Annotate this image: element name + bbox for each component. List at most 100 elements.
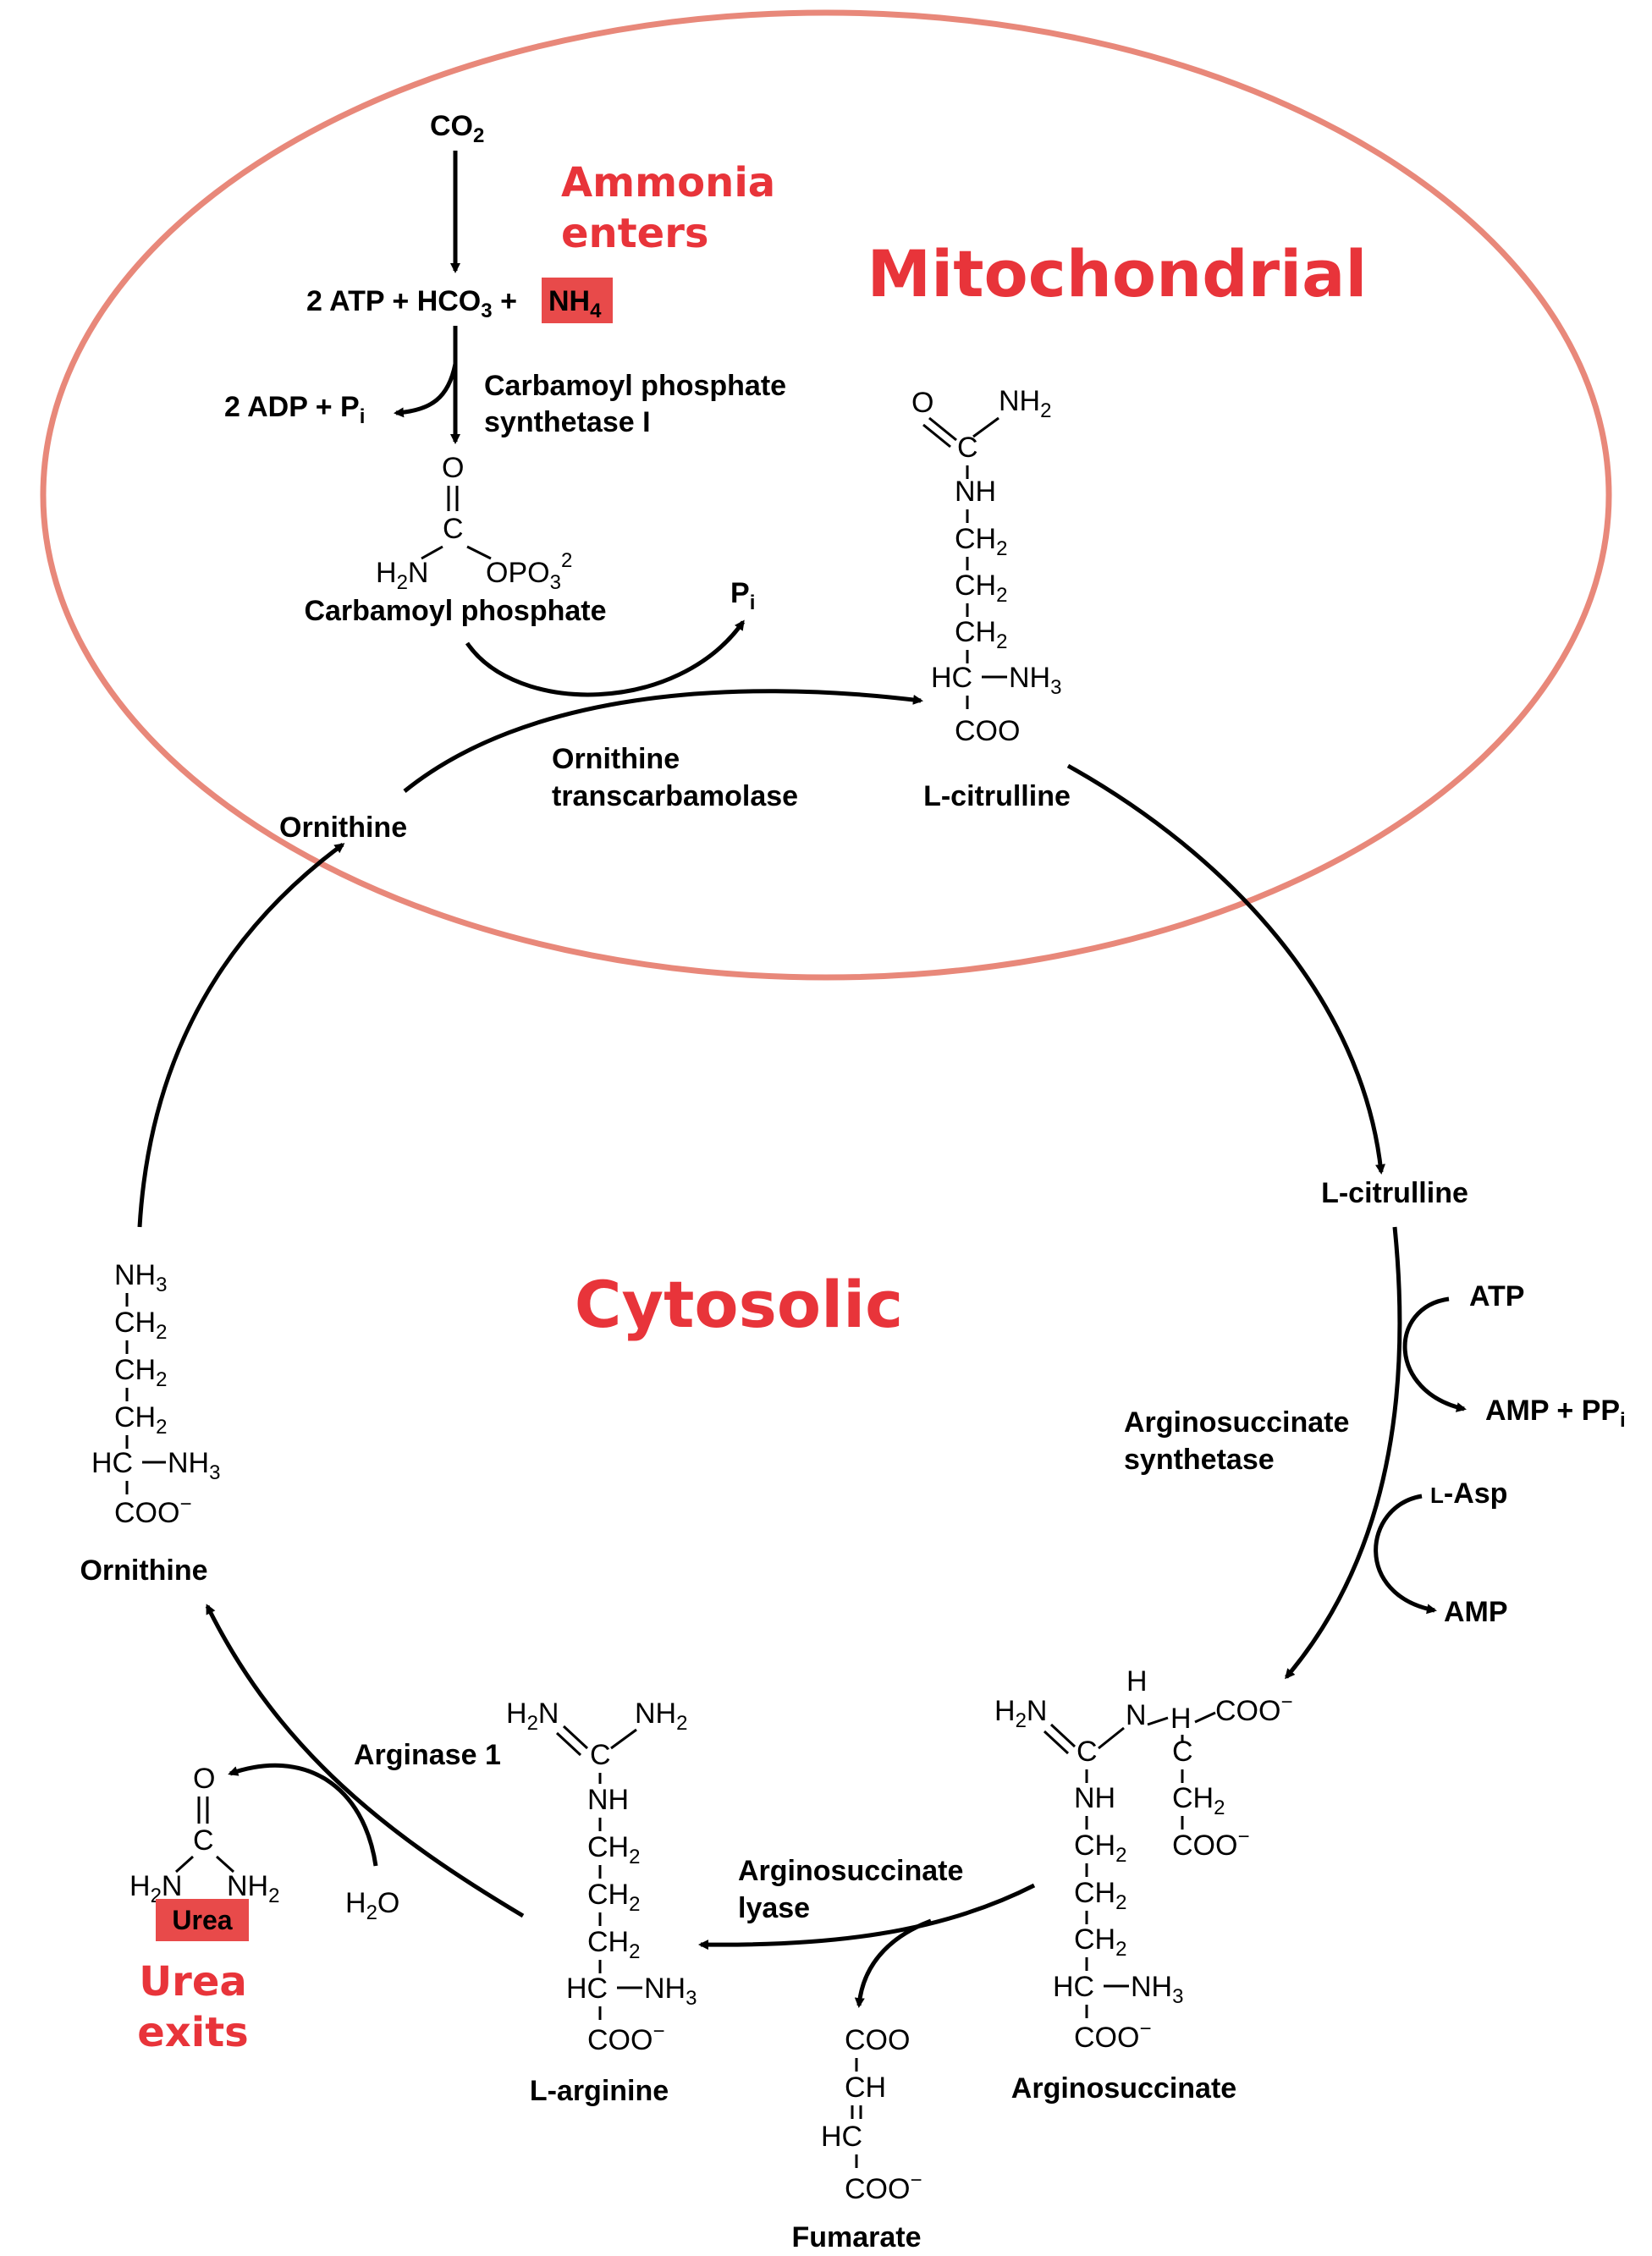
l-citrulline-cyto-label: L-citrulline [1321, 1177, 1468, 1209]
svg-text:H2N: H2N [129, 1870, 182, 1907]
svg-text:H2N: H2N [376, 557, 428, 594]
svg-text:COO−: COO− [587, 2020, 664, 2056]
ass-enzyme-line1: Arginosuccinate [1124, 1406, 1349, 1439]
l-arginine-label: L-arginine [530, 2075, 669, 2107]
h2o-to-urea-arrow [228, 1763, 378, 1867]
nh4-highlight-box [542, 278, 613, 323]
ornithine-mito-label: Ornithine [279, 812, 407, 844]
citrulline-transport-arrow [1066, 763, 1385, 1175]
svg-text:COO: COO [845, 2024, 910, 2056]
atp-label: ATP [1469, 1280, 1524, 1312]
svg-text:N: N [1126, 1699, 1147, 1731]
svg-text:CH2: CH2 [587, 1831, 640, 1868]
svg-text:C: C [193, 1824, 214, 1857]
cytosolic-label: Cytosolic [575, 1267, 903, 1342]
svg-text:CH2: CH2 [1172, 1782, 1225, 1819]
svg-text:HC: HC [931, 662, 972, 694]
urea-structure: O C H2N NH2 [129, 1763, 279, 1907]
co2-label: CO2 [430, 110, 484, 147]
carbamoyl-phosphate-label: Carbamoyl phosphate [304, 595, 606, 627]
svg-text:HC: HC [91, 1447, 133, 1479]
svg-text:NH: NH [587, 1784, 629, 1816]
svg-text:H: H [1126, 1665, 1148, 1698]
svg-text:COO−: COO− [845, 2169, 922, 2205]
fumarate-label: Fumarate [791, 2221, 921, 2253]
svg-text:OPO32: OPO32 [486, 549, 572, 594]
carbamoyl-phosphate-structure: O C H2N OPO32 [376, 452, 572, 594]
svg-text:COO−: COO− [1172, 1825, 1249, 1862]
ammonia-enters-line1: Ammonia [561, 159, 775, 206]
svg-text:HC: HC [1053, 1971, 1094, 2003]
urea-exits-line1: Urea [139, 1958, 247, 2006]
asl-main-arrow [698, 1883, 1036, 1951]
pi-label: Pi [730, 577, 755, 614]
svg-text:NH2: NH2 [227, 1870, 279, 1907]
arginase-enzyme-label: Arginase 1 [354, 1739, 501, 1771]
urea-box-label: Urea [172, 1905, 232, 1935]
svg-text:CH2: CH2 [114, 1354, 167, 1391]
atp-hco3-label: 2 ATP + HCO3 + [306, 285, 517, 322]
l-citrulline-structure: O NH2 C NH CH2 CH2 CH2 HC NH3 COO [911, 385, 1061, 747]
svg-text:CH2: CH2 [955, 523, 1007, 560]
asp-to-amp-arrow [1374, 1494, 1437, 1615]
amp-label: AMP [1444, 1596, 1508, 1628]
svg-text:C: C [1077, 1736, 1098, 1768]
svg-text:O: O [911, 387, 933, 419]
svg-text:COO−: COO− [114, 1493, 191, 1529]
svg-text:CH2: CH2 [1074, 1923, 1126, 1961]
mitochondrion-membrane [40, 9, 1612, 981]
otc-enzyme-line1: Ornithine [552, 743, 680, 775]
ass-enzyme-line2: synthetase [1124, 1444, 1275, 1476]
amp-ppi-label: AMP + PPi [1485, 1395, 1626, 1432]
svg-text:CH2: CH2 [114, 1401, 167, 1439]
svg-text:COO: COO [955, 715, 1020, 747]
urea-exits-line2: exits [137, 2009, 248, 2056]
svg-text:CH: CH [845, 2072, 886, 2104]
nh4-label: NH4 [548, 285, 602, 322]
svg-text:NH3: NH3 [1009, 662, 1061, 699]
svg-text:HC: HC [566, 1973, 608, 2005]
atp-to-amp-ppi-arrow [1402, 1296, 1467, 1412]
svg-text:NH3: NH3 [114, 1259, 167, 1296]
fumarate-branch-arrow [854, 1918, 932, 2008]
asl-enzyme-line2: lyase [738, 1892, 810, 1924]
mitochondrial-label: Mitochondrial [867, 236, 1368, 311]
adp-branch-arrow [394, 363, 458, 418]
svg-text:NH3: NH3 [644, 1973, 697, 2010]
svg-text:CH2: CH2 [1074, 1877, 1126, 1914]
cps1-enzyme-line1: Carbamoyl phosphate [484, 370, 786, 402]
svg-text:O: O [442, 452, 464, 484]
arginosuccinate-structure: H2N H N H COO− C C NH CH2 COO− CH2 CH2 C… [994, 1665, 1292, 2054]
l-arginine-structure: H2N NH2 C NH CH2 CH2 CH2 HC NH3 COO− [506, 1698, 697, 2056]
svg-text:COO−: COO− [1215, 1691, 1292, 1727]
carbamoyl-to-pi-arrow [465, 619, 746, 697]
ornithine-transport-arrow [137, 842, 345, 1228]
svg-text:NH: NH [1074, 1782, 1115, 1814]
svg-text:CH2: CH2 [955, 616, 1007, 653]
l-citrulline-mito-label: L-citrulline [923, 780, 1071, 812]
svg-text:O: O [193, 1763, 215, 1795]
fumarate-structure: COO CH HC COO− [821, 2024, 922, 2205]
arginase-main-arrow [205, 1604, 525, 1918]
svg-text:NH3: NH3 [1131, 1971, 1183, 2008]
ammonia-enters-line2: enters [561, 210, 708, 257]
adp-pi-label: 2 ADP + Pi [224, 391, 365, 428]
otc-enzyme-line2: transcarbamolase [552, 780, 798, 812]
svg-text:C: C [957, 432, 978, 464]
svg-text:CH2: CH2 [114, 1307, 167, 1344]
ass-main-arrow [1285, 1226, 1402, 1680]
ornithine-cyto-label: Ornithine [80, 1554, 207, 1587]
cps1-enzyme-line2: synthetase I [484, 406, 651, 438]
svg-text:C: C [443, 513, 464, 545]
svg-text:NH2: NH2 [999, 385, 1051, 422]
urea-highlight-box [156, 1899, 249, 1941]
ornithine-structure: NH3 CH2 CH2 CH2 HC NH3 COO− [91, 1259, 220, 1529]
svg-text:H: H [1170, 1703, 1192, 1735]
h2o-label: H2O [345, 1887, 399, 1924]
svg-text:CH2: CH2 [1074, 1830, 1126, 1867]
svg-text:H2N: H2N [994, 1695, 1047, 1732]
l-asp-label: L-Asp [1430, 1477, 1507, 1510]
svg-text:H2N: H2N [506, 1698, 559, 1735]
ornithine-to-citrulline-arrow [403, 689, 923, 793]
